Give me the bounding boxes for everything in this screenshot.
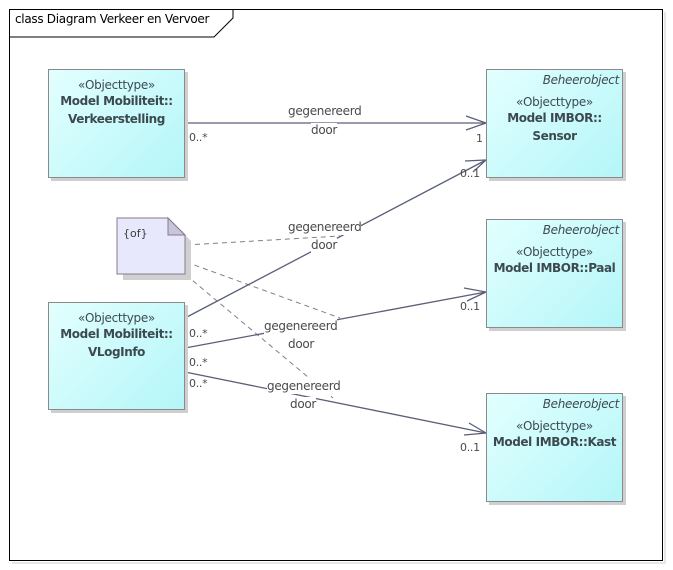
association-label-line2: door xyxy=(290,397,317,412)
note-fold-icon xyxy=(167,216,187,236)
class-paal[interactable]: Beheerobject «Objecttype» Model IMBOR::P… xyxy=(486,219,623,328)
class-name-line1: Model IMBOR:: xyxy=(507,111,602,125)
frame-shadow xyxy=(12,12,666,564)
source-multiplicity: 0..* xyxy=(189,356,208,369)
target-multiplicity: 0..1 xyxy=(460,167,480,180)
source-multiplicity: 0..* xyxy=(189,327,208,340)
class-tag: Beheerobject xyxy=(542,73,620,87)
class-name-line2: Sensor xyxy=(532,129,577,143)
class-name-line1: Model Mobiliteit:: xyxy=(60,327,173,341)
association-label-line1: gegenereerd xyxy=(267,379,341,394)
target-multiplicity: 0..1 xyxy=(460,300,480,313)
class-name-line1: Model IMBOR::Paal xyxy=(493,261,616,275)
frame-title-tab xyxy=(9,9,234,38)
note-link-paal xyxy=(185,261,341,319)
class-name-line1: Model IMBOR::Kast xyxy=(492,435,617,449)
diagram-title: class Diagram Verkeer en Vervoer xyxy=(15,12,210,26)
class-tag: Beheerobject xyxy=(542,223,620,237)
class-stereotype: «Objecttype» xyxy=(516,95,593,109)
class-kast[interactable]: Beheerobject «Objecttype» Model IMBOR::K… xyxy=(486,393,623,502)
source-multiplicity: 0..* xyxy=(189,131,208,144)
class-stereotype: «Objecttype» xyxy=(78,78,155,92)
class-name-line2: Verkeerstelling xyxy=(67,112,166,126)
source-multiplicity: 0..* xyxy=(189,377,208,390)
association-label-line2: door xyxy=(288,337,315,352)
note-text: {of} xyxy=(123,227,148,240)
target-multiplicity: 0..1 xyxy=(460,441,480,454)
note-link-kast xyxy=(185,274,334,399)
association-label-line1: gegenereerd xyxy=(288,220,362,235)
note-shape[interactable] xyxy=(116,216,191,280)
class-sensor[interactable]: Beheerobject «Objecttype» Model IMBOR:: … xyxy=(486,69,623,178)
class-stereotype: «Objecttype» xyxy=(78,311,155,325)
diagram-frame xyxy=(9,9,663,561)
class-stereotype: «Objecttype» xyxy=(516,419,593,433)
target-multiplicity: 1 xyxy=(476,132,483,145)
class-verkeerstelling[interactable]: «Objecttype» Model Mobiliteit:: Verkeers… xyxy=(48,69,185,178)
association-label-line1: gegenereerd xyxy=(288,104,362,119)
class-vloginfo[interactable]: «Objecttype» Model Mobiliteit:: VLogInfo xyxy=(48,302,185,410)
class-stereotype: «Objecttype» xyxy=(516,245,593,259)
association-label-line1: gegenereerd xyxy=(264,319,338,334)
class-name-line2: VLogInfo xyxy=(87,345,146,359)
class-name-line1: Model Mobiliteit:: xyxy=(60,94,173,108)
association-label-line2: door xyxy=(311,238,338,253)
association-vloginfo-kast[interactable] xyxy=(184,371,487,434)
class-tag: Beheerobject xyxy=(542,397,620,411)
note-link-sensor xyxy=(185,235,341,246)
association-label-line2: door xyxy=(311,123,338,138)
